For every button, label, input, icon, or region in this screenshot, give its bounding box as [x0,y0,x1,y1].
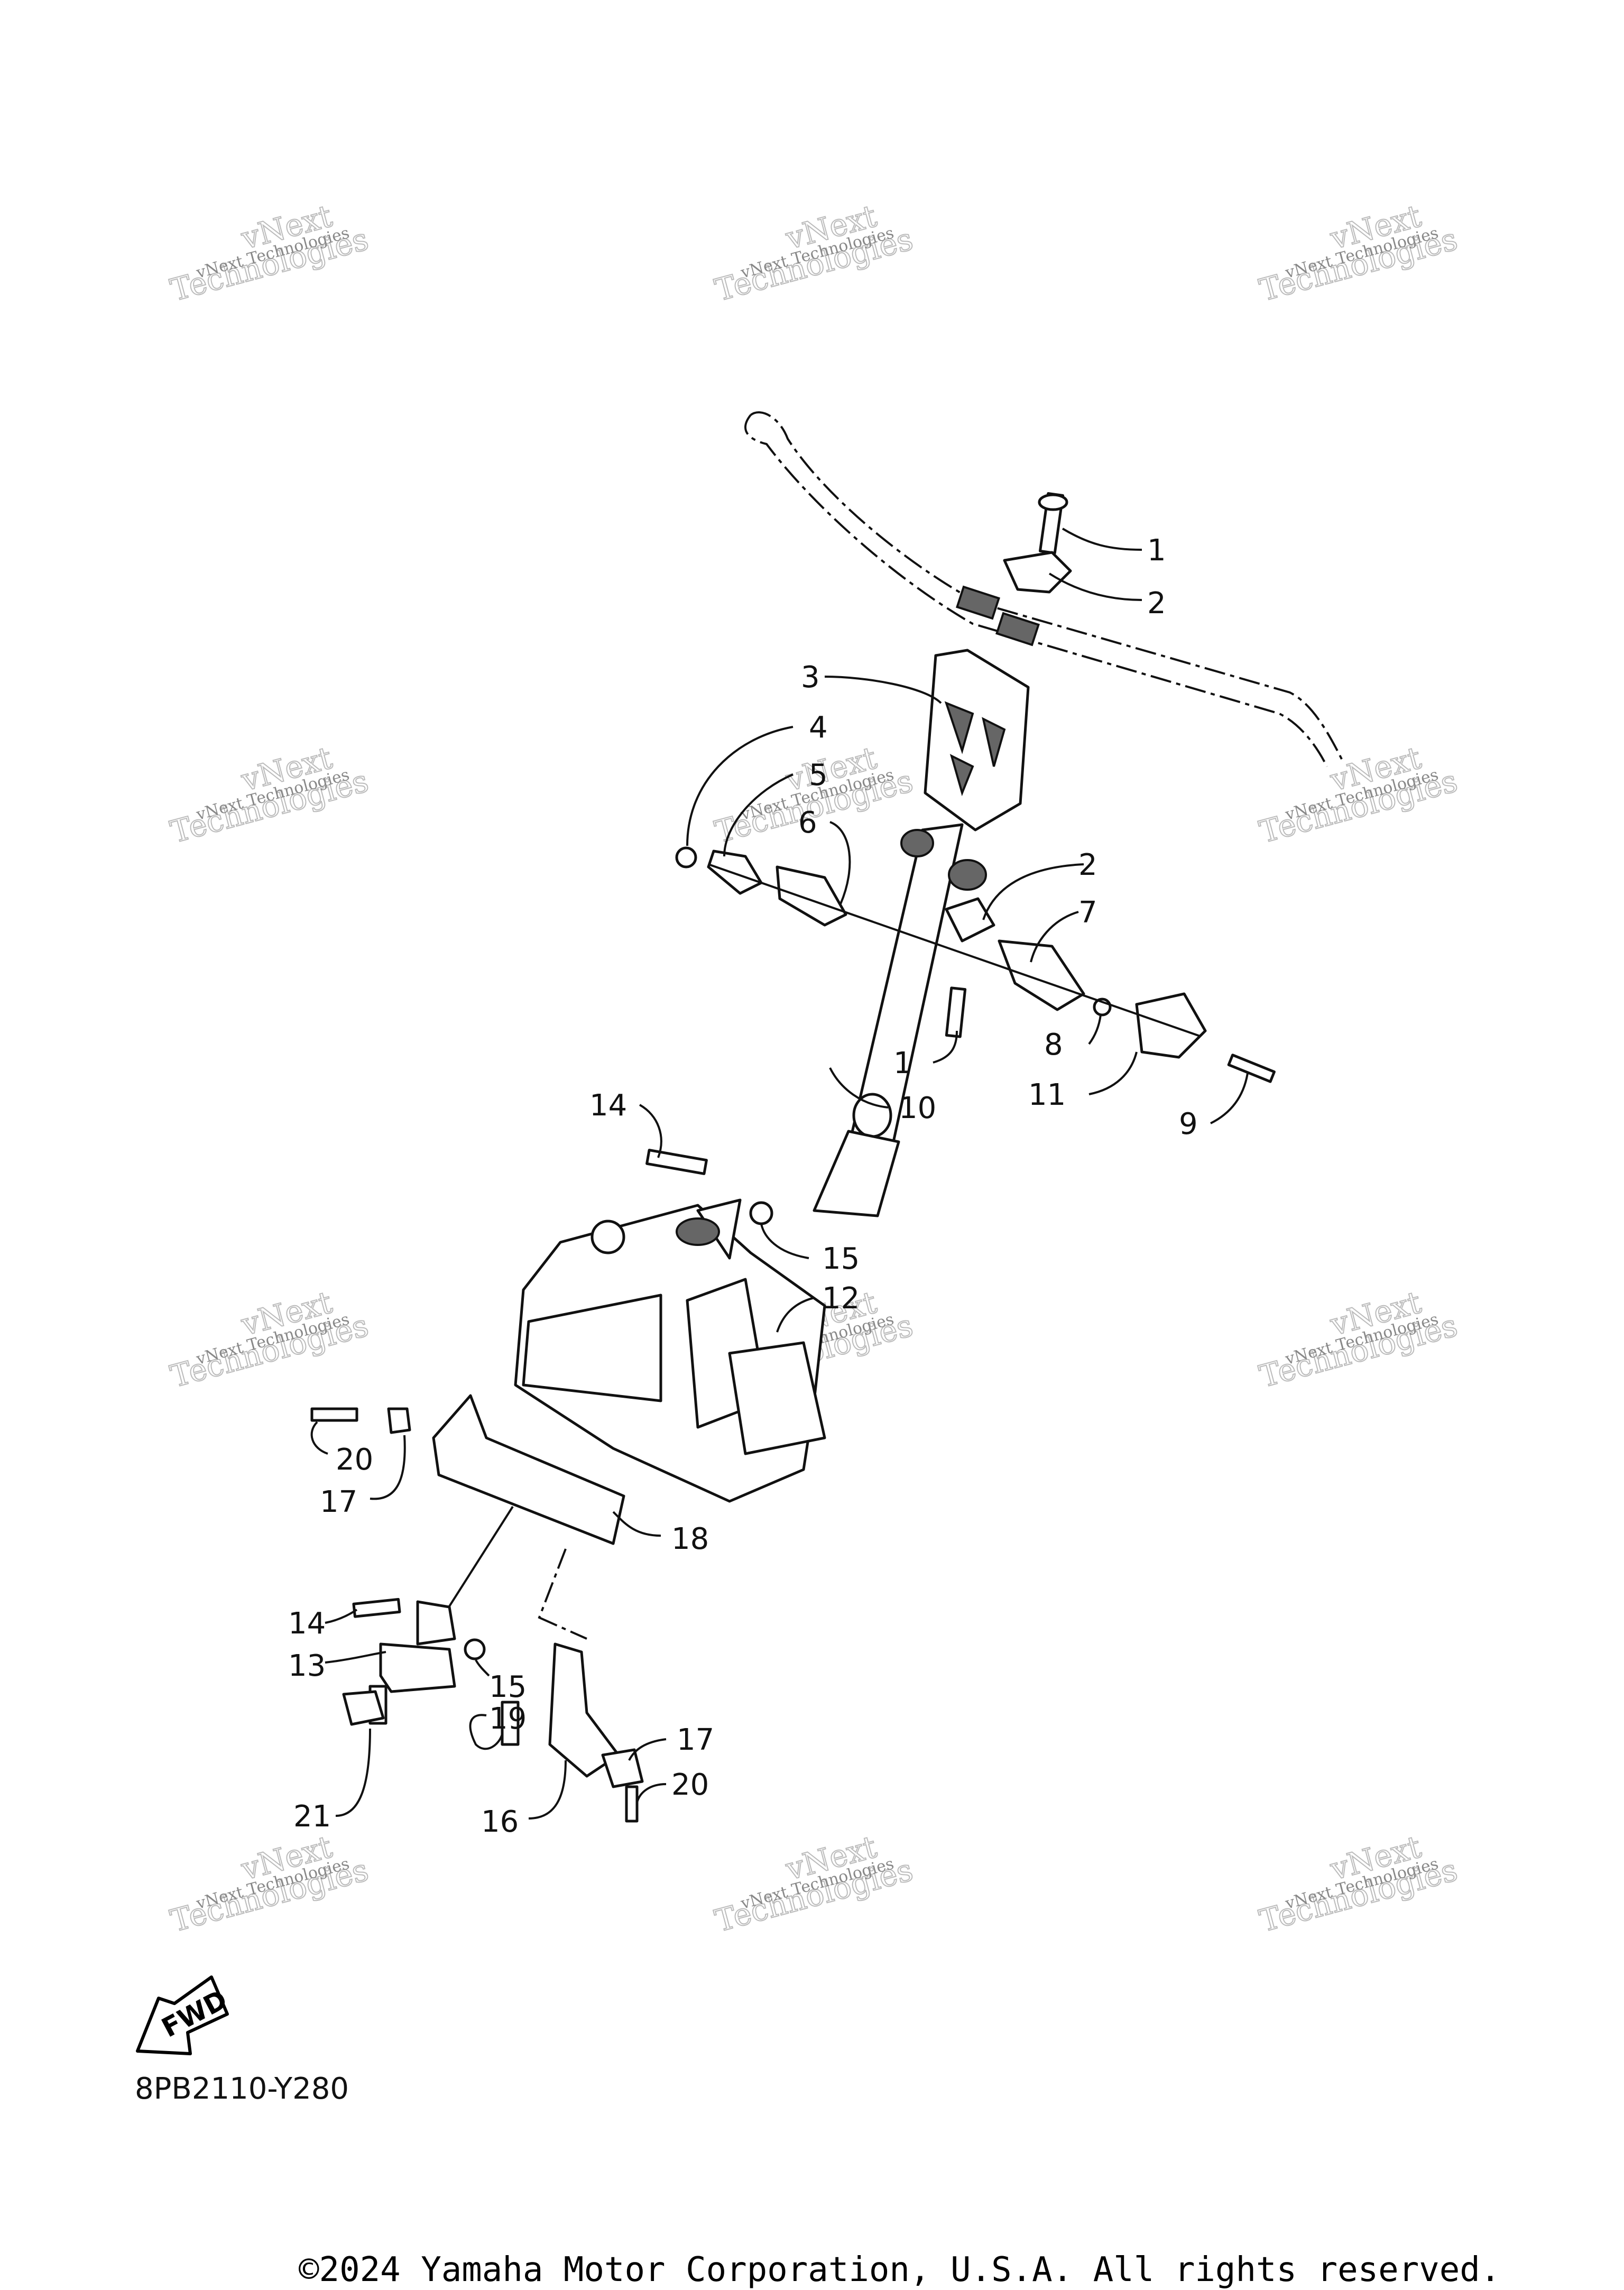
callout-3: 3 [801,660,820,695]
bolt-part-20-lower [625,1785,639,1823]
nut-part-15-lower [464,1638,486,1660]
watermark: Technologies vNext Technologies vNext [166,197,372,309]
callout-17-lower: 17 [677,1723,714,1757]
watermark: Technologies vNext Technologies vNext [1255,739,1461,851]
bracket-part-18 [432,1394,625,1545]
callout-21: 21 [293,1799,331,1834]
bolt-part-1-lower [945,986,967,1038]
bolt-part-20-upper [310,1407,358,1422]
callout-11: 11 [1028,1078,1066,1112]
handlebar-knurl-right [995,612,1040,647]
intermediate-shaft-line [438,1506,514,1624]
eps-unit-part-12 [514,1198,826,1503]
bolt-part-14-lower [352,1598,401,1618]
callout-7: 7 [1078,895,1097,930]
callout-2: 2 [1147,586,1166,621]
watermark: Technologies vNext Technologies vNext [710,197,917,309]
callout-labels: 1 2 3 4 5 6 2 7 1 8 11 9 10 14 15 12 20 … [288,533,1198,1839]
handlebar-holder-upper [1003,551,1072,594]
callout-10: 10 [899,1091,936,1125]
watermark-group: Technologies vNext Technologies vNext Te… [166,197,1461,1940]
callout-16: 16 [481,1805,519,1839]
bracket-phantom-line [538,1548,587,1640]
callout-15: 15 [822,1242,860,1276]
handlebar [744,411,1344,767]
watermark: Technologies vNext Technologies vNext [1255,1283,1461,1395]
watermark: Technologies vNext Technologies vNext [166,739,372,851]
switch-part-7 [998,939,1085,1011]
callout-1-lower: 1 [893,1046,912,1081]
bolt-part-14-upper [645,1149,708,1175]
bracket-part-5 [707,849,763,895]
drawing-code: 8PB2110-Y280 [135,2072,349,2106]
nut-part-17-upper [387,1407,411,1434]
callout-14: 14 [589,1088,627,1123]
callout-14-lower: 14 [288,1606,326,1641]
universal-joint-part-13 [368,1600,456,1725]
callout-17: 17 [320,1485,357,1519]
watermark: Technologies vNext Technologies vNext [1255,197,1461,309]
callout-18: 18 [671,1522,709,1556]
callout-2-lower: 2 [1078,848,1097,882]
steering-column-shaft [813,823,987,1217]
callout-9: 9 [1179,1107,1198,1141]
callout-13: 13 [288,1649,326,1683]
nut-part-4 [675,846,697,869]
column-holder [924,649,1030,832]
watermark: Technologies vNext Technologies vNext [166,1283,372,1395]
callout-20-lower: 20 [671,1768,709,1802]
screw-part-9 [1227,1054,1276,1083]
switch-part-6 [776,865,847,927]
copyright-notice: ©2024 Yamaha Motor Corporation, U.S.A. A… [299,2250,1500,2289]
nut-part-17-lower [601,1748,644,1788]
handlebar-knurl-left [956,585,1000,620]
callout-4: 4 [809,710,828,745]
assembly-axis-line [708,863,1201,1037]
callout-1: 1 [1147,533,1166,568]
nut-part-15-upper [749,1201,773,1225]
callout-20: 20 [336,1443,373,1477]
callout-6: 6 [798,806,817,840]
callout-19: 19 [489,1702,527,1736]
leader-lines [310,528,1249,1820]
callout-8: 8 [1044,1028,1063,1062]
bolt-part-19 [501,1701,520,1746]
callout-12: 12 [822,1281,860,1316]
watermark: Technologies vNext Technologies vNext [166,1828,372,1940]
handlebar-holder-lower [945,897,995,943]
fwd-arrow-icon: FWD [136,1975,232,2055]
callout-15-lower: 15 [489,1670,527,1704]
callout-5: 5 [809,758,828,792]
bolt-part-1-top [1038,492,1068,555]
watermark: Technologies vNext Technologies vNext [1255,1828,1461,1940]
nut-part-21 [342,1690,385,1726]
watermark: Technologies vNext Technologies vNext [710,1828,917,1940]
